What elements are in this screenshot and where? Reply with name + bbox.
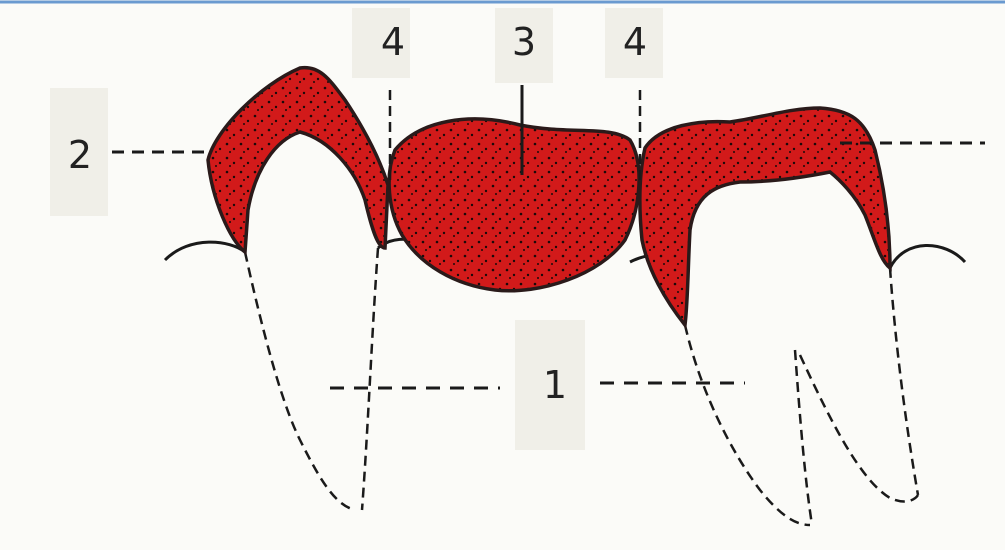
- pontic: [389, 119, 639, 291]
- label-2: 2: [68, 133, 92, 177]
- left-retainer-crown: [208, 68, 388, 252]
- label-1: 1: [543, 363, 567, 407]
- label-4-left: 4: [381, 20, 405, 64]
- label-3: 3: [512, 20, 536, 64]
- right-abutment-root: [685, 268, 918, 525]
- left-abutment-root: [245, 248, 378, 510]
- right-retainer-crown: [640, 108, 890, 325]
- label-4-right: 4: [623, 20, 647, 64]
